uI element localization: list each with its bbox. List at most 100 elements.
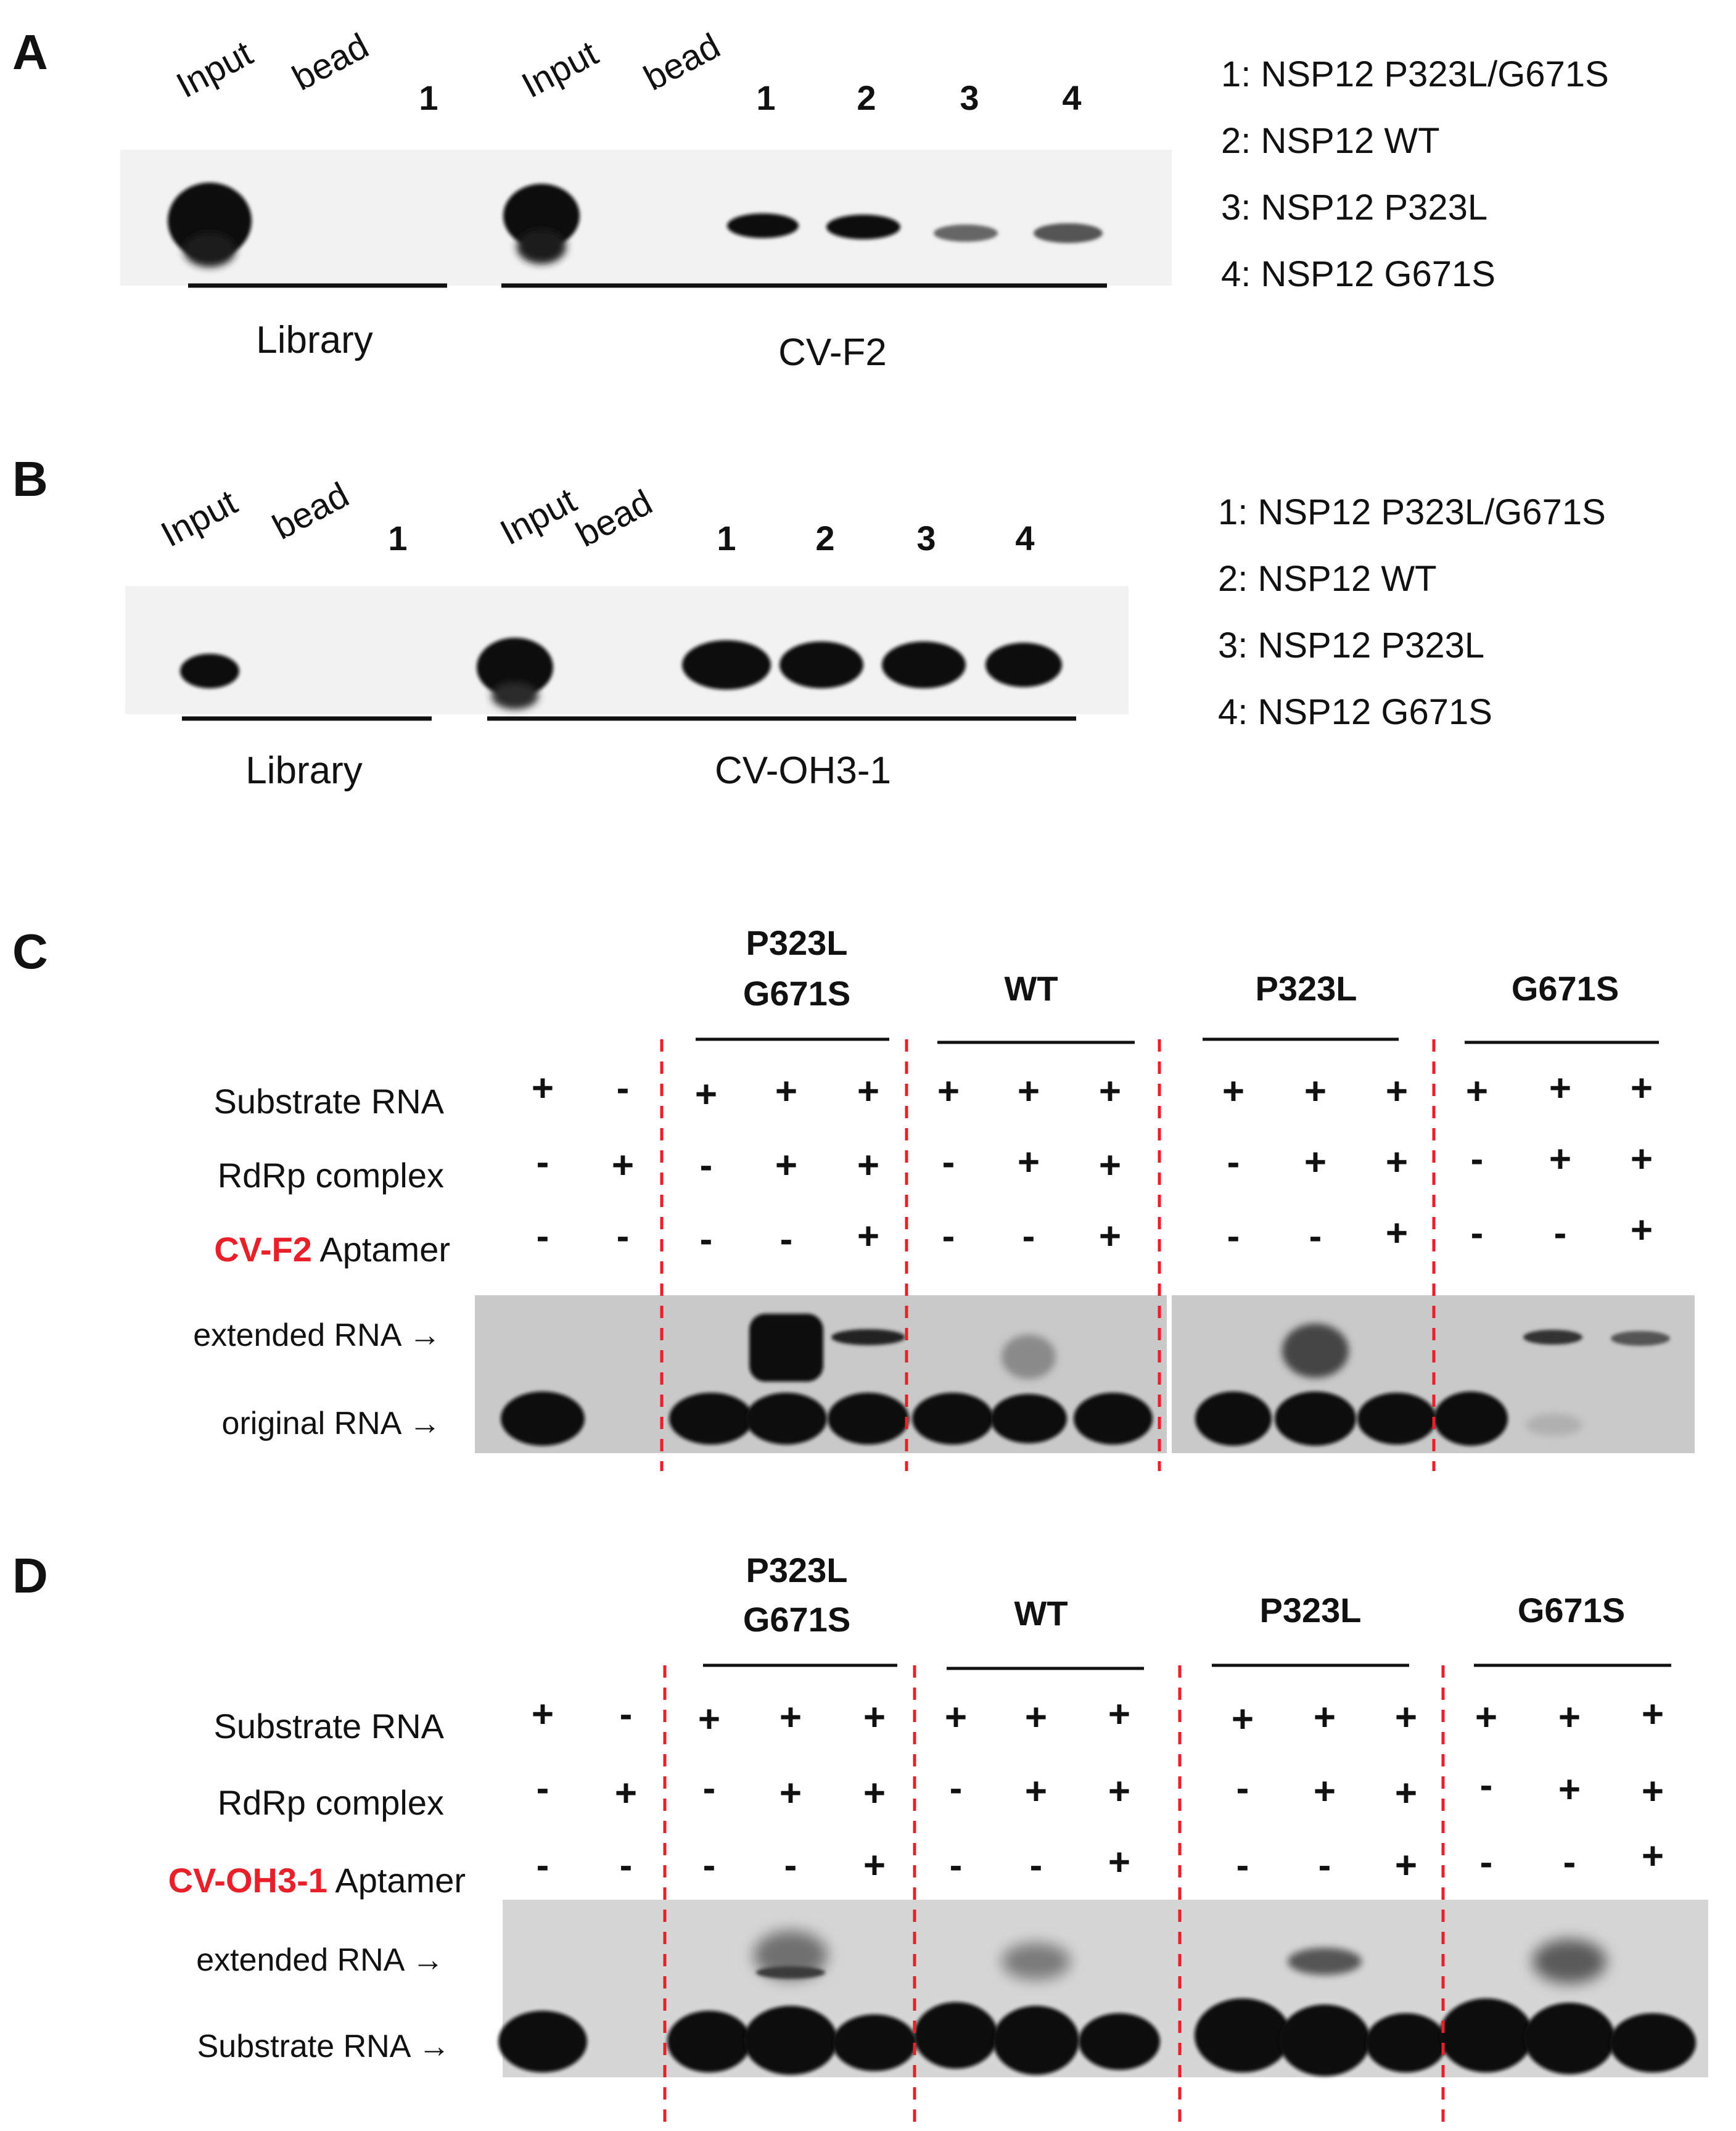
group-label-line1: G671S <box>1518 1591 1625 1630</box>
gel-c <box>475 1295 1695 1453</box>
band <box>184 233 236 267</box>
group-label-line1: P323L <box>1256 969 1357 1008</box>
lane-label-bead: bead <box>266 475 355 548</box>
cond-rdrp: - <box>1227 1141 1240 1184</box>
cond-aptamer: - <box>700 1218 713 1261</box>
band <box>669 1393 753 1445</box>
cond-aptamer: - <box>784 1844 797 1887</box>
band <box>1434 1391 1508 1446</box>
aptamer-name: CV-OH3-1 <box>168 1861 327 1900</box>
cond-aptamer: - <box>617 1215 630 1258</box>
band <box>1195 1998 1291 2072</box>
band <box>746 1393 827 1445</box>
gel-c-seam <box>1167 1295 1172 1453</box>
legend-item: 1: NSP12 P323L/G671S <box>1218 492 1606 532</box>
group-label-aptamer: CV-F2 <box>778 331 887 374</box>
panel-c-letter: C <box>12 924 48 979</box>
band <box>914 2002 998 2069</box>
cond-substrate: + <box>1304 1070 1327 1113</box>
band <box>1002 1943 1071 1980</box>
legend-item: 1: NSP12 P323L/G671S <box>1221 54 1609 94</box>
cond-rdrp: + <box>1386 1141 1408 1184</box>
cond-substrate: + <box>945 1696 967 1739</box>
cond-rdrp: - <box>537 1141 549 1184</box>
cond-rdrp: - <box>942 1141 955 1184</box>
lane-label-3: 3 <box>916 519 936 558</box>
cond-substrate: + <box>1025 1696 1047 1739</box>
lane-label-2: 2 <box>815 519 834 558</box>
band <box>1611 1331 1670 1346</box>
aptamer-suffix: Aptamer <box>312 1230 450 1269</box>
cond-aptamer: - <box>537 1215 549 1258</box>
cond-substrate: + <box>1631 1067 1653 1110</box>
cond-rdrp: + <box>1642 1770 1664 1813</box>
band <box>1275 1391 1356 1446</box>
gel-d <box>498 1900 1708 2077</box>
lane-label-4: 4 <box>1062 78 1081 117</box>
cond-substrate: + <box>695 1073 717 1116</box>
cond-substrate: + <box>532 1067 554 1110</box>
panel-a: A Input bead 1 Input bead 1 2 3 4 Librar… <box>12 25 1609 374</box>
legend-item: 3: NSP12 P323L <box>1218 625 1484 666</box>
cond-substrate: + <box>1642 1693 1664 1736</box>
cond-rdrp: - <box>950 1767 963 1810</box>
lane-label-input: Input <box>170 33 259 106</box>
row-label-substrate: Substrate RNA <box>214 1707 445 1746</box>
cond-rdrp: + <box>1395 1772 1417 1815</box>
lane-label-4: 4 <box>1015 519 1034 558</box>
band <box>990 1394 1067 1443</box>
cond-rdrp: + <box>1099 1144 1121 1187</box>
cond-substrate: + <box>1232 1698 1254 1741</box>
band <box>912 1393 993 1445</box>
band <box>1526 1414 1582 1436</box>
band <box>756 1966 825 1979</box>
cond-substrate: + <box>1466 1070 1488 1113</box>
band <box>780 641 863 688</box>
cond-rdrp: + <box>1025 1770 1047 1813</box>
aptamer-name: CV-F2 <box>214 1230 312 1269</box>
band <box>498 2011 587 2072</box>
cond-aptamer: + <box>1642 1835 1664 1878</box>
band <box>985 643 1062 687</box>
group-label-line1: P323L <box>746 923 848 962</box>
cond-substrate: + <box>1099 1070 1121 1113</box>
band <box>749 1314 823 1382</box>
lane-label-1: 1 <box>756 78 775 117</box>
legend-item: 3: NSP12 P323L <box>1221 188 1487 228</box>
cond-rdrp: + <box>1108 1770 1130 1813</box>
panel-d-letter: D <box>12 1548 48 1603</box>
cond-substrate: + <box>1549 1067 1571 1110</box>
group-label-line1: P323L <box>746 1551 848 1589</box>
row-label-aptamer: CV-OH3-1 Aptamer <box>168 1861 466 1900</box>
cond-substrate: + <box>1558 1696 1581 1739</box>
group-label-line1: P323L <box>1260 1591 1362 1630</box>
cond-aptamer: - <box>942 1215 955 1258</box>
cond-rdrp: - <box>537 1767 549 1810</box>
band <box>727 213 799 238</box>
lane-label-1: 1 <box>388 519 407 558</box>
cond-rdrp: + <box>863 1772 886 1815</box>
cond-aptamer: - <box>620 1844 633 1887</box>
group-label-line1: WT <box>1004 969 1058 1008</box>
band <box>1610 2013 1696 2072</box>
band <box>744 2006 837 2075</box>
cond-substrate: + <box>532 1693 554 1736</box>
lane-label-input: Input <box>516 33 604 106</box>
band <box>1357 1393 1436 1445</box>
cond-aptamer: + <box>1099 1215 1121 1258</box>
lane-label-bead: bead <box>286 26 375 99</box>
gel-a-background <box>120 150 1172 286</box>
band <box>1279 2005 1370 2076</box>
band <box>1034 223 1103 243</box>
band <box>492 682 538 709</box>
cond-substrate: + <box>698 1698 720 1741</box>
cond-substrate: + <box>1395 1696 1417 1739</box>
cond-aptamer: + <box>1108 1841 1130 1884</box>
cond-aptamer: - <box>1318 1844 1331 1887</box>
group-label-aptamer: CV-OH3-1 <box>715 749 891 792</box>
cond-rdrp: - <box>1471 1138 1484 1181</box>
row-label-aptamer: CV-F2 Aptamer <box>214 1230 450 1269</box>
condition-grid: + - + + + + + + + + + + + + - + - + + - … <box>532 1067 1653 1261</box>
band-label-substrate: Substrate RNA → <box>197 2029 450 2064</box>
band <box>1282 1324 1349 1378</box>
